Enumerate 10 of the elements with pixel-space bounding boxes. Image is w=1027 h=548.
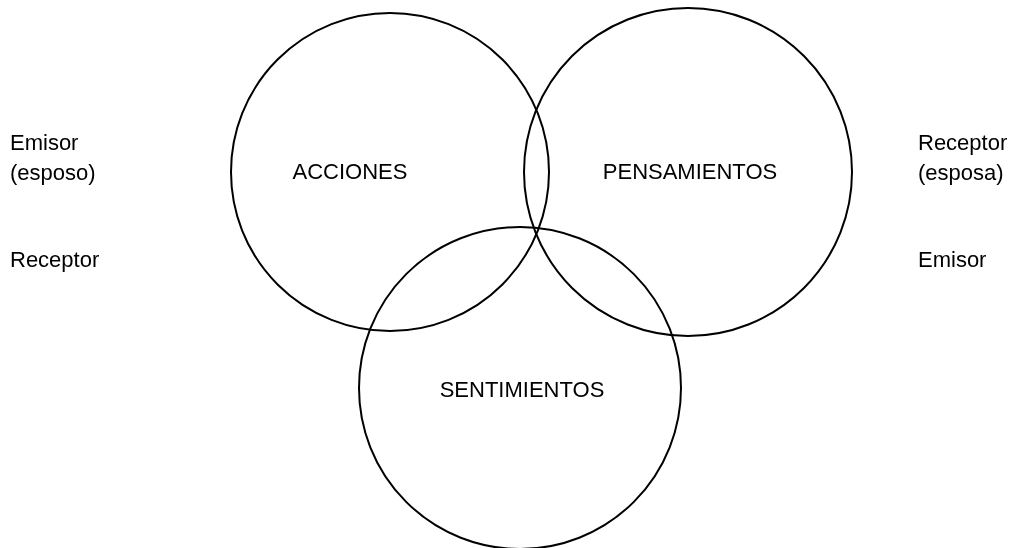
venn-circle (523, 7, 853, 337)
venn-circle (230, 12, 550, 332)
side-label: Receptor (10, 246, 101, 274)
circle-label: PENSAMIENTOS (602, 159, 778, 185)
side-label: Emisor (918, 246, 988, 274)
circle-label: SENTIMIENTOS (439, 377, 605, 403)
circle-label: ACCIONES (292, 159, 408, 185)
side-label: Receptor (esposa) (918, 129, 1009, 187)
side-label: Emisor (esposo) (10, 129, 97, 187)
venn-circle (358, 226, 682, 548)
